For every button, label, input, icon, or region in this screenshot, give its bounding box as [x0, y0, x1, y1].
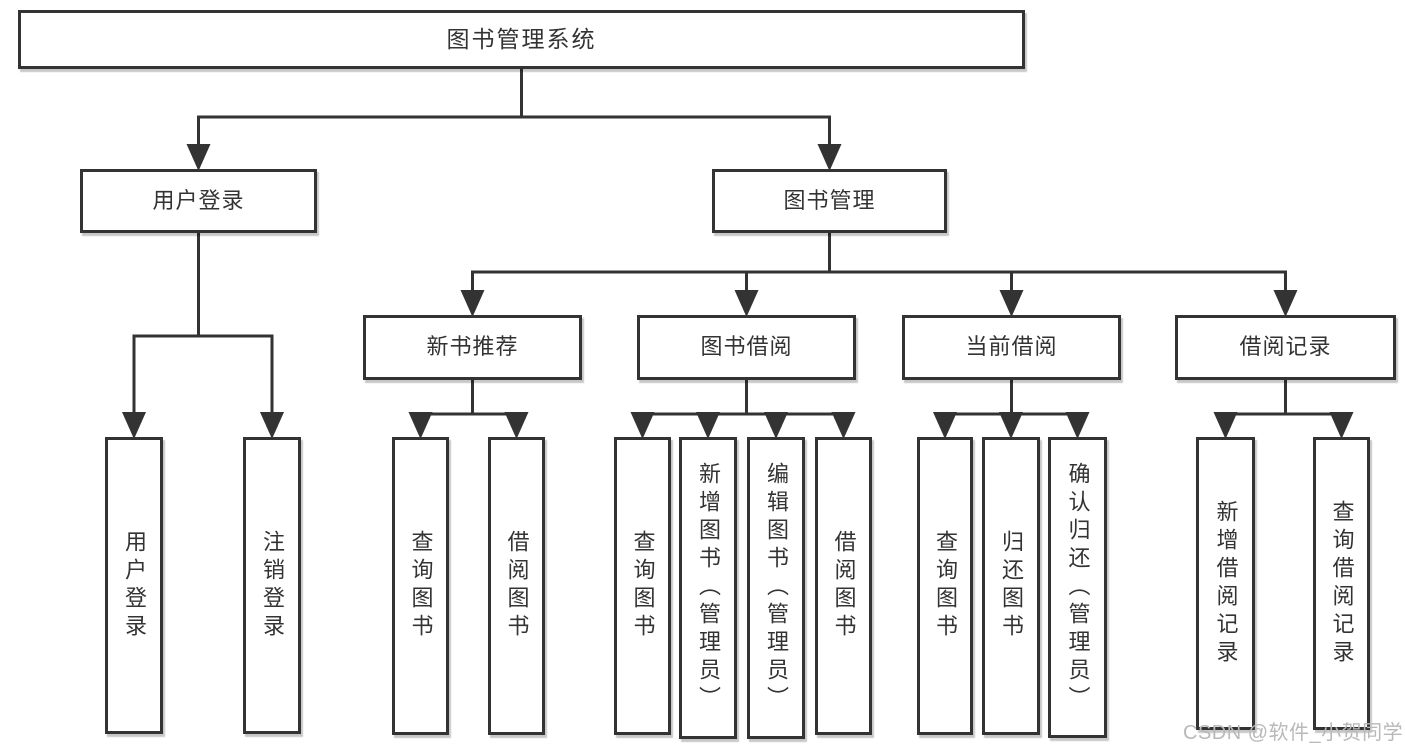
node-leaf_query_book_2: 查询图书: [614, 437, 671, 735]
node-leaf_logout: 注销登录: [243, 437, 301, 734]
arrowhead-icon: [504, 412, 529, 439]
node-label: 当前借阅: [965, 334, 1058, 360]
node-label: 借阅图书: [504, 530, 530, 642]
arrowhead-icon: [260, 412, 284, 439]
arrowhead-icon: [408, 412, 433, 439]
node-label: 查询图书: [630, 530, 656, 642]
node-root: 图书管理系统: [18, 10, 1025, 69]
arrowhead-icon: [1329, 412, 1354, 439]
watermark: CSDN @软件_小贺同学: [1183, 722, 1404, 744]
node-leaf_borrow_book_2: 借阅图书: [815, 437, 872, 735]
node-leaf_edit_book: 编辑图书（管理员）: [747, 437, 805, 739]
node-label: 图书管理: [783, 187, 876, 213]
node-leaf_query_book_3: 查询图书: [917, 437, 973, 735]
arrowhead-icon: [1065, 412, 1090, 439]
node-label: 新增图书（管理员）: [696, 462, 721, 714]
node-label: 用户登录: [152, 187, 245, 213]
node-leaf_borrow_book_1: 借阅图书: [488, 437, 545, 735]
arrowhead-icon: [696, 412, 720, 439]
node-label: 图书借阅: [700, 334, 793, 360]
node-label: 确认归还（管理员）: [1065, 461, 1091, 714]
node-book_mgmt: 图书管理: [712, 169, 947, 233]
arrowhead-icon: [1273, 290, 1298, 317]
node-label: 图书管理系统: [446, 25, 597, 52]
node-leaf_add_record: 新增借阅记录: [1196, 437, 1255, 730]
node-label: 编辑图书（管理员）: [764, 462, 789, 714]
arrowhead-icon: [460, 290, 485, 317]
node-label: 新书推荐: [426, 334, 519, 360]
arrowhead-icon: [933, 412, 957, 439]
node-leaf_query_record: 查询借阅记录: [1313, 437, 1370, 730]
arrowhead-icon: [999, 290, 1024, 317]
arrowhead-icon: [630, 412, 655, 439]
node-leaf_return_book: 归还图书: [982, 437, 1040, 735]
node-label: 新增借阅记录: [1213, 499, 1239, 668]
node-label: 查询图书: [933, 530, 958, 642]
arrowhead-icon: [764, 412, 788, 439]
arrowhead-icon: [734, 290, 759, 317]
arrowhead-icon: [1213, 412, 1238, 439]
node-leaf_add_book: 新增图书（管理员）: [679, 437, 737, 739]
node-leaf_confirm_return: 确认归还（管理员）: [1048, 437, 1107, 738]
node-label: 用户登录: [122, 529, 147, 642]
arrowhead-icon: [999, 412, 1023, 439]
arrowhead-icon: [817, 144, 842, 171]
arrowhead-icon: [831, 412, 856, 439]
arrowhead-icon: [186, 144, 211, 171]
node-user_login: 用户登录: [80, 169, 317, 233]
node-label: 注销登录: [260, 529, 285, 642]
arrowhead-icon: [122, 412, 146, 439]
node-leaf_query_book_1: 查询图书: [392, 437, 449, 735]
node-leaf_user_login: 用户登录: [105, 437, 163, 734]
node-borrow_record: 借阅记录: [1175, 315, 1396, 380]
node-label: 查询借阅记录: [1329, 499, 1355, 668]
node-label: 归还图书: [999, 530, 1024, 642]
node-current_borrow: 当前借阅: [902, 315, 1121, 380]
node-new_book_rec: 新书推荐: [363, 315, 582, 380]
node-label: 借阅记录: [1239, 334, 1332, 360]
node-label: 查询图书: [408, 530, 434, 642]
node-label: 借阅图书: [831, 530, 857, 642]
node-book_borrow: 图书借阅: [637, 315, 856, 380]
